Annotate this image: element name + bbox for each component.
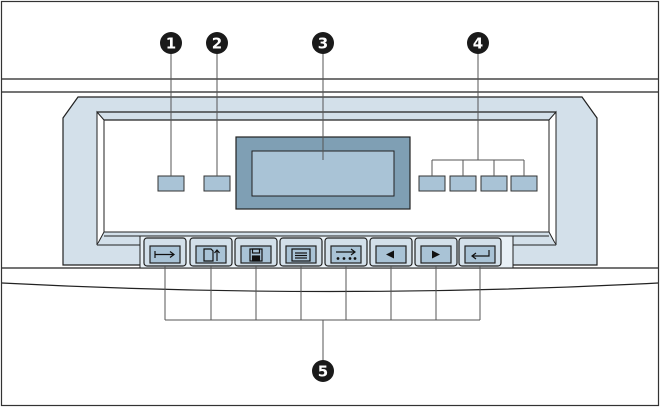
indicator-led-2 (204, 176, 230, 191)
callout-4: 4 (467, 32, 489, 54)
indicator-led-1 (158, 176, 184, 191)
svg-text:2: 2 (212, 35, 222, 53)
callout-2: 2 (206, 32, 228, 54)
indicator-led-5 (481, 176, 507, 191)
key-menu[interactable] (280, 238, 322, 266)
indicator-led-3 (419, 176, 445, 191)
callout-3: 3 (312, 32, 334, 54)
key-tab[interactable] (144, 238, 186, 266)
key-right[interactable] (415, 238, 457, 266)
key-save[interactable] (235, 238, 277, 266)
indicator-led-6 (511, 176, 537, 191)
key-left[interactable] (370, 238, 412, 266)
panel-recess (97, 112, 104, 245)
key-enter[interactable] (459, 238, 501, 266)
indicator-led-4 (450, 176, 476, 191)
key-page-eject[interactable] (190, 238, 232, 266)
svg-text:3: 3 (318, 35, 328, 53)
panel-lip-left (97, 236, 140, 245)
panel-recess-right (549, 112, 556, 245)
callout-5: 5 (312, 360, 334, 382)
svg-text:5: 5 (318, 363, 328, 381)
svg-text:1: 1 (166, 35, 176, 53)
panel-lip-right (513, 236, 556, 245)
callout-1: 1 (160, 32, 182, 54)
svg-text:4: 4 (473, 35, 483, 53)
key-dotted-arrow[interactable] (325, 238, 367, 266)
